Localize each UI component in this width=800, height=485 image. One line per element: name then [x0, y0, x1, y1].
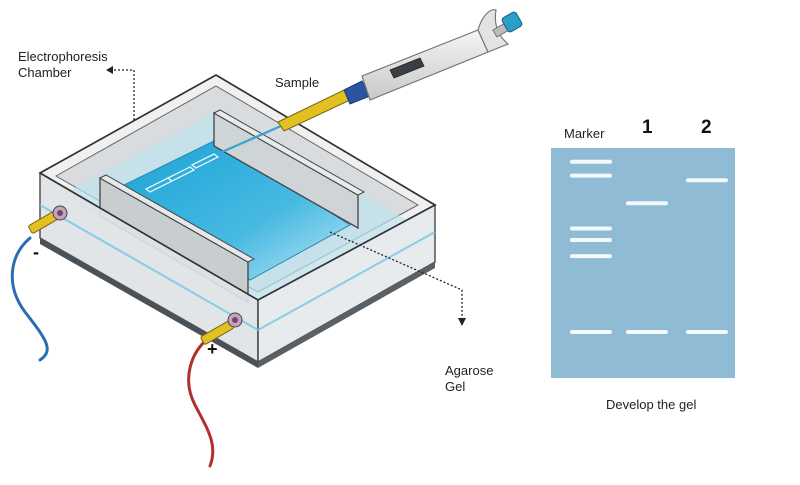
gel-band — [570, 254, 612, 259]
developed-gel — [551, 148, 735, 378]
pipette-cap — [501, 11, 523, 33]
gel-band — [570, 173, 612, 178]
agarose-callout-arrow — [458, 318, 466, 326]
pipette-tip — [277, 89, 351, 132]
gel-band — [570, 226, 612, 231]
gel-band — [686, 178, 728, 183]
positive-electrode — [200, 312, 243, 345]
agarose-gel-label: Agarose Gel — [445, 363, 494, 394]
callout-lines — [112, 69, 463, 318]
lane-1-label: 1 — [642, 117, 653, 138]
gel-well — [166, 166, 196, 182]
negative-electrode — [28, 205, 68, 234]
gel-band — [686, 330, 728, 334]
gel-tray-divider-front-top — [98, 174, 256, 263]
gel-band — [570, 330, 612, 334]
agarose-callout-line — [329, 231, 463, 318]
gel-wells — [144, 153, 220, 193]
gel-bands — [570, 159, 728, 334]
gel-tray-divider-back-top — [212, 109, 366, 196]
gel-band — [570, 159, 612, 164]
gel-band — [570, 238, 612, 242]
chamber-base-right — [258, 262, 435, 368]
electrophoresis-chamber-label: Electrophoresis Chamber — [18, 49, 108, 80]
chamber-callout-line — [112, 69, 135, 120]
negative-wire — [10, 236, 49, 362]
develop-gel-caption: Develop the gel — [606, 397, 697, 412]
positive-terminal-label: + — [207, 339, 218, 359]
buffer-level-line — [39, 204, 436, 332]
lane-2-label: 2 — [701, 117, 712, 138]
negative-terminal-label: - — [33, 242, 39, 262]
positive-wire — [187, 335, 215, 468]
gel-band — [626, 330, 668, 334]
sample-label: Sample — [275, 75, 320, 90]
gel-well — [190, 153, 220, 169]
chamber-callout-arrow — [106, 66, 113, 74]
pipette-display — [389, 57, 425, 79]
pipette — [221, 9, 523, 154]
chamber-rim — [39, 74, 437, 301]
gel-band — [626, 201, 668, 206]
marker-lane-label: Marker — [564, 126, 605, 141]
pipette-body — [361, 29, 489, 101]
pipette-needle — [221, 120, 291, 154]
